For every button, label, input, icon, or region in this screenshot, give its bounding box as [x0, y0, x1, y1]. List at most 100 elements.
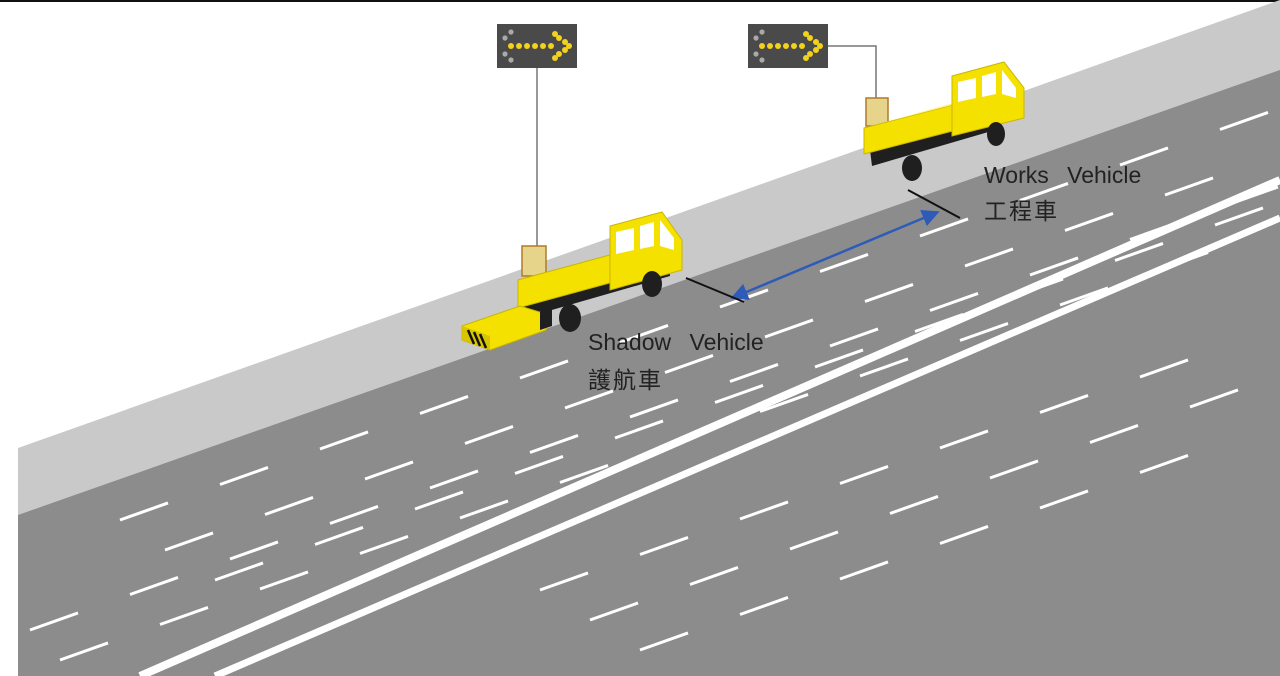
lane-dash	[59, 641, 109, 662]
lane-dash	[264, 496, 314, 516]
lane-dash	[539, 571, 589, 592]
lane-dash	[619, 324, 669, 344]
lane-dash	[939, 525, 989, 545]
sign-lamp-on	[552, 55, 558, 61]
lane-dash	[689, 566, 739, 586]
lane-dash	[789, 530, 839, 551]
sign-lamp-on	[817, 43, 823, 49]
lane-dash	[1229, 185, 1279, 206]
sign-lamp-on	[775, 43, 781, 49]
lane-dash	[989, 459, 1039, 480]
sign-lamp-on	[566, 43, 572, 49]
lane-dash	[219, 466, 269, 486]
lane-dash	[529, 434, 579, 454]
lane-dash	[829, 327, 879, 348]
sign-lamp-off	[508, 57, 514, 63]
sign-lamp-on	[813, 47, 819, 53]
sign-lamp-on	[767, 43, 773, 49]
lane-dash	[889, 495, 939, 515]
lane-dash	[1029, 256, 1079, 277]
lane-dash	[629, 398, 679, 419]
lane-dash	[729, 363, 779, 383]
sign-lamp-on	[562, 47, 568, 53]
central-line-2	[213, 214, 1280, 676]
lane-dash	[714, 384, 764, 404]
lane-dash	[1189, 388, 1239, 409]
works-vehicle-label-zh: 工程車	[984, 199, 1059, 225]
sign-lamp-on	[516, 43, 522, 49]
works-vehicle	[810, 45, 1025, 181]
lane-dash	[164, 531, 214, 552]
lane-dash	[1139, 454, 1189, 474]
shadow-truck-wheel	[559, 304, 581, 332]
lane-dash	[664, 354, 714, 374]
lane-dash	[414, 490, 464, 511]
arrow-board-right-icon	[497, 24, 577, 68]
lane-dash	[739, 596, 789, 616]
sign-lamp-off	[753, 51, 759, 57]
sign-lamp-on	[562, 39, 568, 45]
sign-lamp-on	[803, 55, 809, 61]
lane-dash	[129, 576, 179, 596]
lane-dash	[939, 429, 989, 450]
lane-dash	[1089, 424, 1139, 444]
lane-dash	[1159, 251, 1209, 271]
sign-lamp-on	[548, 43, 554, 49]
sign-lamp-on	[759, 43, 765, 49]
lane-dash	[964, 247, 1014, 268]
lane-dash	[1039, 489, 1089, 510]
lane-dash	[614, 419, 664, 440]
lane-dash	[639, 536, 689, 556]
lane-dash	[859, 357, 909, 378]
shadow-vehicle-label-zh: 護航車	[588, 368, 663, 394]
lane-dash	[839, 465, 889, 485]
sign-lamp-on	[813, 39, 819, 45]
shadow-vehicle	[461, 68, 683, 351]
sign-lamp-on	[803, 31, 809, 37]
lane-dash	[639, 631, 689, 652]
lane-dash	[839, 560, 889, 581]
works-truck-wheel	[987, 122, 1005, 146]
shadow-vehicle-label-en: Shadow Vehicle	[588, 329, 764, 355]
lane-dash	[1019, 182, 1069, 202]
lane-dash	[1119, 146, 1169, 167]
lane-dash	[119, 501, 169, 522]
lane-dash	[1039, 394, 1089, 414]
lane-dash	[319, 430, 369, 451]
shadow-truck-wheel	[642, 271, 662, 297]
sign-lamp-off	[508, 29, 514, 35]
lane-dash	[1114, 242, 1164, 262]
arrow-board-right-icon	[748, 24, 828, 68]
lane-dash	[1064, 212, 1114, 232]
buffer-distance-arrow	[730, 209, 940, 301]
lane-dash	[429, 469, 479, 490]
sign-lamp-off	[753, 35, 759, 41]
lane-dash	[759, 393, 809, 413]
lane-dash	[259, 570, 309, 591]
lane-dash	[814, 348, 864, 369]
lane-dash	[464, 425, 514, 445]
lane-dash	[314, 526, 364, 546]
shadow-rear-marker-line	[685, 277, 745, 303]
lane-dash	[159, 606, 209, 626]
lane-dash	[214, 561, 264, 582]
lane-dash	[459, 499, 509, 520]
lane-dash	[419, 395, 469, 415]
lane-dash	[764, 318, 814, 339]
lane-dash	[29, 611, 79, 632]
sign-lamp-on	[799, 43, 805, 49]
lane-dash	[519, 359, 569, 380]
lane-dash	[1059, 286, 1109, 307]
sign-lamp-on	[807, 35, 813, 41]
lane-dash	[359, 535, 409, 555]
sign-lamp-on	[540, 43, 546, 49]
sign-lamp-on	[556, 51, 562, 57]
lane-dash	[959, 322, 1009, 342]
works-sign-leader	[810, 45, 877, 100]
works-rear-marker-line	[907, 189, 961, 219]
works-truck-arrow-board	[865, 97, 889, 127]
sign-lamp-on	[556, 35, 562, 41]
lane-dash	[329, 505, 379, 525]
sign-lamp-on	[783, 43, 789, 49]
